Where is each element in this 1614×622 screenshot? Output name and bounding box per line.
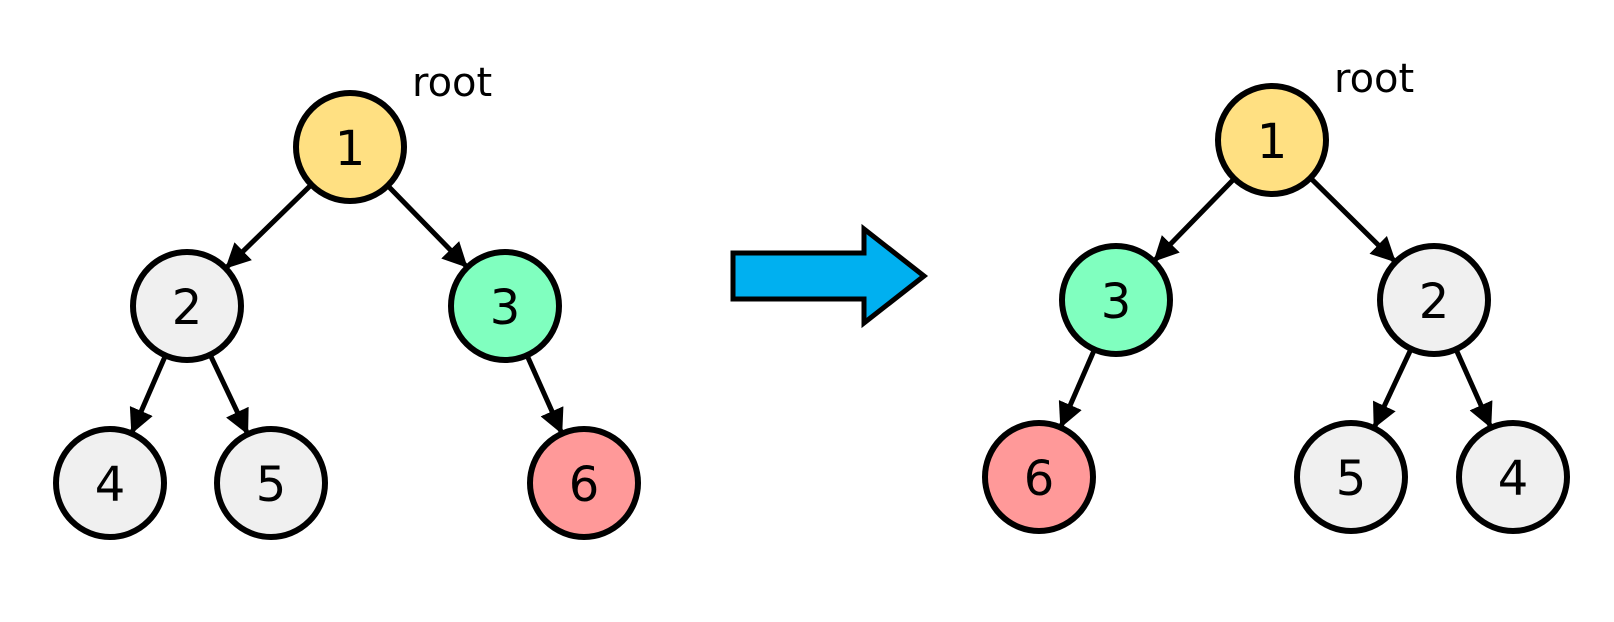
root-label: root <box>1334 56 1414 102</box>
node-label: 4 <box>95 457 126 513</box>
tree-node-6: 6 <box>527 426 641 540</box>
node-circle <box>1215 83 1329 197</box>
edge-1-3 <box>385 183 468 268</box>
tree-node-3: 3 <box>448 249 562 363</box>
node-label: 2 <box>1419 274 1450 330</box>
transform-arrow-icon <box>730 223 929 329</box>
tree-node-6: 6 <box>982 420 1096 534</box>
edge-2-4 <box>1453 348 1493 429</box>
node-label: 3 <box>1101 274 1132 330</box>
node-label: 3 <box>490 280 521 336</box>
node-circle <box>1059 243 1173 357</box>
edge-3-6 <box>524 354 564 435</box>
node-circle <box>130 249 244 363</box>
original-tree: 1 2 3 4 5 6 root <box>53 60 641 540</box>
node-circle <box>214 426 328 540</box>
edge-1-2 <box>225 182 314 269</box>
node-label: 4 <box>1498 451 1529 507</box>
node-label: 6 <box>569 457 600 513</box>
edge-1-3 <box>1153 176 1237 262</box>
node-label: 5 <box>1336 451 1367 507</box>
edge-1-2 <box>1308 176 1396 263</box>
tree-node-4: 4 <box>53 426 167 540</box>
tree-node-2: 2 <box>130 249 244 363</box>
node-circle <box>982 420 1096 534</box>
tree-node-4: 4 <box>1456 420 1570 534</box>
edge-2-4 <box>129 354 168 434</box>
tree-node-2: 2 <box>1377 243 1491 357</box>
node-label: 1 <box>1257 114 1288 170</box>
node-circle <box>448 249 562 363</box>
node-label: 6 <box>1024 451 1055 507</box>
mirrored-tree: 1 3 2 6 5 4 root <box>982 56 1570 534</box>
root-label: root <box>412 60 492 106</box>
node-circle <box>53 426 167 540</box>
edge-3-6 <box>1058 348 1097 428</box>
node-circle <box>1294 420 1408 534</box>
node-circle <box>1456 420 1570 534</box>
node-circle <box>293 90 407 204</box>
edge-2-5 <box>1372 347 1414 429</box>
edge-2-5 <box>207 353 250 435</box>
tree-node-1: 1 <box>293 90 407 204</box>
tree-node-5: 5 <box>214 426 328 540</box>
node-circle <box>1377 243 1491 357</box>
tree-node-3: 3 <box>1059 243 1173 357</box>
tree-node-5: 5 <box>1294 420 1408 534</box>
tree-node-1: 1 <box>1215 83 1329 197</box>
node-label: 1 <box>335 121 366 177</box>
node-label: 2 <box>172 280 203 336</box>
node-label: 5 <box>256 457 287 513</box>
node-circle <box>527 426 641 540</box>
